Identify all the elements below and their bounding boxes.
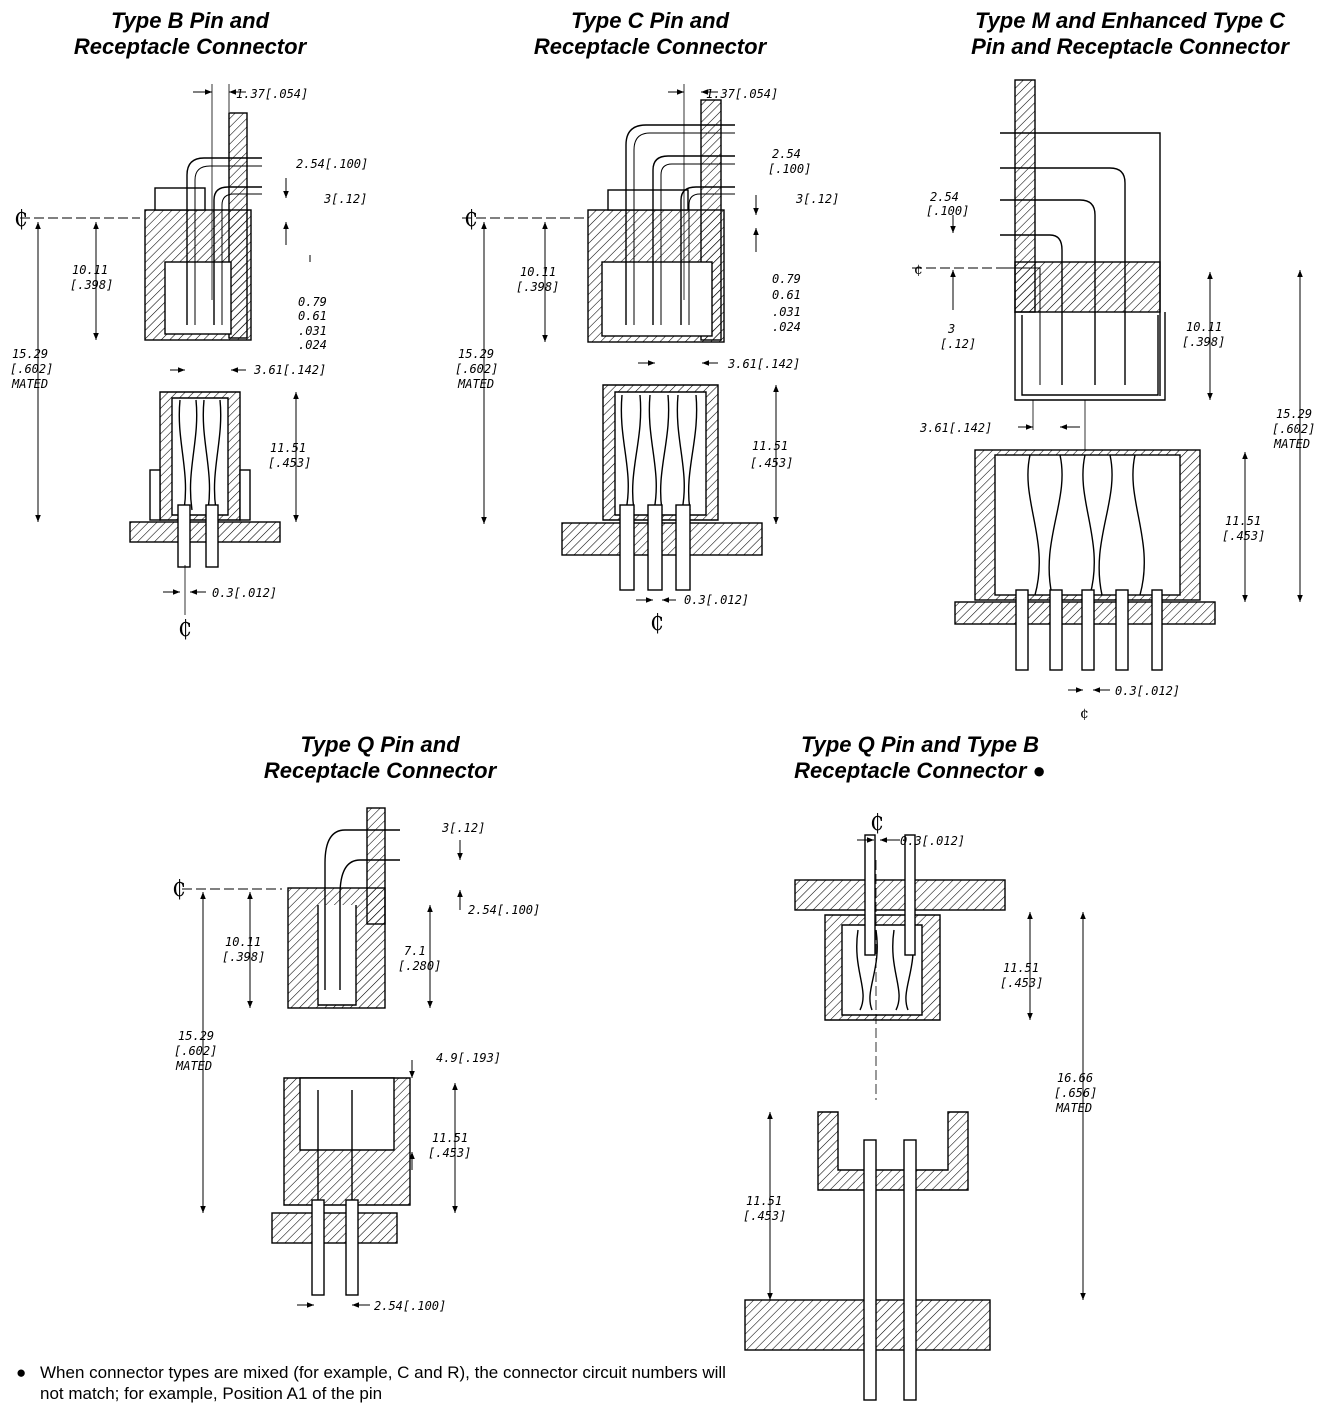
type-m-dim-rec-mm: 11.51 — [1225, 514, 1261, 528]
type-b-dim-tol-hi: 0.79 — [298, 295, 327, 309]
type-qb-dim-pin-mm: 11.51 — [746, 1194, 782, 1208]
type-b-dim-tol-lo-in: .024 — [298, 338, 327, 352]
type-q-dim-height-mm: 10.11 — [225, 935, 261, 949]
type-m-dim-offset-mm: 3 — [947, 322, 955, 336]
type-m-dim-pitch-mm: 2.54 — [930, 190, 959, 204]
title-type-qb-line2: Receptacle Connector ● — [794, 758, 1046, 783]
type-m-dim-pitch-in: [.100] — [926, 204, 969, 218]
type-c-dim-tol-lo: 0.61 — [772, 288, 801, 302]
type-b-dim-rec-mm: 11.51 — [270, 441, 306, 455]
type-q-dim-height-in: [.398] — [222, 950, 265, 964]
title-type-b-line1: Type B Pin and — [110, 8, 270, 33]
type-c-dim-mated-in: [.602] — [455, 362, 498, 376]
title-type-qb-line1: Type Q Pin and Type B — [801, 732, 1039, 757]
type-q-dim-depth-in: [.280] — [398, 959, 441, 973]
type-c-dim-offset: 3[.12] — [795, 192, 839, 206]
type-b-dim-mated: MATED — [11, 377, 48, 391]
type-b-drawing — [20, 84, 311, 615]
type-m-centerline-bottom: ¢ — [1080, 706, 1089, 722]
type-m-dim-mated: MATED — [1273, 437, 1310, 451]
title-type-b-line2: Receptacle Connector — [73, 34, 307, 59]
type-q-dim-mated-mm: 15.29 — [178, 1029, 214, 1043]
type-q-centerline: ₵ — [172, 877, 186, 902]
title-type-m-line2: Pin and Receptacle Connector — [971, 34, 1289, 59]
type-q-dim-top: 4.9[.193] — [436, 1051, 501, 1065]
type-qb-dim-offset-pin: 0.3[.012] — [900, 834, 965, 848]
type-q-dim-depth-mm: 7.1 — [404, 944, 426, 958]
type-c-centerline-top: ₵ — [464, 207, 478, 232]
type-b-dim-tol-lo: 0.61 — [298, 309, 327, 323]
type-q-dim-pin-pitch: 2.54[.100] — [374, 1299, 446, 1313]
type-b-dim-mated-mm: 15.29 — [12, 347, 48, 361]
title-type-q-line2: Receptacle Connector — [263, 758, 497, 783]
footnote-text: When connector types are mixed (for exam… — [40, 1363, 726, 1403]
title-type-qb: Type Q Pin and Type B Receptacle Connect… — [780, 732, 1060, 784]
type-c-drawing — [462, 84, 779, 603]
type-c-dim-height-in: [.398] — [516, 280, 559, 294]
type-b-dim-pitch: 2.54[.100] — [296, 157, 368, 171]
type-c-dim-tol-hi-in: .031 — [772, 305, 801, 319]
title-type-c-line1: Type C Pin and — [570, 8, 730, 33]
type-q-dim-rec-in: [.453] — [428, 1146, 471, 1160]
type-q-dim-offset: 3[.12] — [441, 821, 485, 835]
type-q-dim-mated-in: [.602] — [174, 1044, 217, 1058]
type-b-dim-rec-in: [.453] — [268, 456, 311, 470]
type-m-drawing — [912, 79, 1303, 693]
footnote-bullet: ● — [16, 1363, 27, 1382]
type-c-dim-mated: MATED — [457, 377, 494, 391]
title-type-q: Type Q Pin and Receptacle Connector — [250, 732, 510, 784]
type-c-dim-tol-lo-in: .024 — [772, 320, 801, 334]
title-type-m: Type M and Enhanced Type C Pin and Recep… — [960, 8, 1300, 60]
type-m-dim-mated-in: [.602] — [1272, 422, 1315, 436]
type-q-dim-pitch: 2.54[.100] — [468, 903, 540, 917]
type-c-dim-pitch-in: [.100] — [768, 162, 811, 176]
type-m-dim-height-in: [.398] — [1182, 335, 1225, 349]
type-qb-dim-mated-mm: 16.66 — [1057, 1071, 1093, 1085]
type-m-dim-height-mm: 10.11 — [1186, 320, 1222, 334]
type-b-dim-height-in: [.398] — [70, 278, 113, 292]
type-b-dim-height-mm: 10.11 — [72, 263, 108, 277]
type-qb-dim-mated: MATED — [1055, 1101, 1092, 1115]
type-b-dim-width: 3.61[.142] — [253, 363, 326, 377]
type-qb-dim-mated-in: [.656] — [1054, 1086, 1097, 1100]
type-b-dim-offset-pin: 0.3[.012] — [212, 586, 277, 600]
type-c-centerline-bottom: ₵ — [650, 611, 664, 636]
type-b-centerline-top: ₵ — [14, 207, 28, 232]
title-type-b: Type B Pin and Receptacle Connector — [60, 8, 320, 60]
type-m-dim-offset-pin: 0.3[.012] — [1115, 684, 1180, 698]
type-c-dim-width: 3.61[.142] — [727, 357, 800, 371]
type-m-dim-mated-mm: 15.29 — [1276, 407, 1312, 421]
type-qb-dim-rec-in: [.453] — [1000, 976, 1043, 990]
type-c-dim-tol-hi: 0.79 — [772, 272, 801, 286]
type-m-dim-rec-in: [.453] — [1222, 529, 1265, 543]
type-q-drawing — [182, 807, 463, 1308]
type-qb-centerline: ₵ — [870, 811, 884, 836]
type-c-dim-rec-mm: 11.51 — [752, 439, 788, 453]
type-m-centerline-top: ¢ — [914, 262, 923, 278]
type-c-dim-height-mm: 10.11 — [520, 265, 556, 279]
title-type-q-line1: Type Q Pin and — [300, 732, 460, 757]
type-q-dim-rec-mm: 11.51 — [432, 1131, 468, 1145]
type-m-dim-width: 3.61[.142] — [919, 421, 992, 435]
type-qb-drawing — [744, 834, 1086, 1401]
type-c-dim-mated-mm: 15.29 — [458, 347, 494, 361]
type-m-dim-offset-in: [.12] — [940, 337, 976, 351]
type-b-dim-tol-hi-in: .031 — [298, 324, 327, 338]
type-qb-dim-rec-mm: 11.51 — [1003, 961, 1039, 975]
title-type-m-line1: Type M and Enhanced Type C — [974, 8, 1286, 33]
title-type-c: Type C Pin and Receptacle Connector — [520, 8, 780, 60]
footnote: ● When connector types are mixed (for ex… — [16, 1362, 736, 1404]
type-c-dim-rec-in: [.453] — [750, 456, 793, 470]
type-c-dim-offset-pin: 0.3[.012] — [684, 593, 749, 607]
type-b-dim-mated-in: [.602] — [10, 362, 53, 376]
type-c-dim-pin-width: 1.37[.054] — [706, 87, 778, 101]
type-b-dim-pin-width: 1.37[.054] — [236, 87, 308, 101]
type-qb-dim-pin-in: [.453] — [743, 1209, 786, 1223]
type-b-centerline-bottom: ₵ — [178, 617, 192, 642]
title-type-c-line2: Receptacle Connector — [533, 34, 767, 59]
type-c-dim-pitch-mm: 2.54 — [772, 147, 801, 161]
type-q-dim-mated: MATED — [175, 1059, 212, 1073]
type-b-dim-offset: 3[.12] — [323, 192, 367, 206]
